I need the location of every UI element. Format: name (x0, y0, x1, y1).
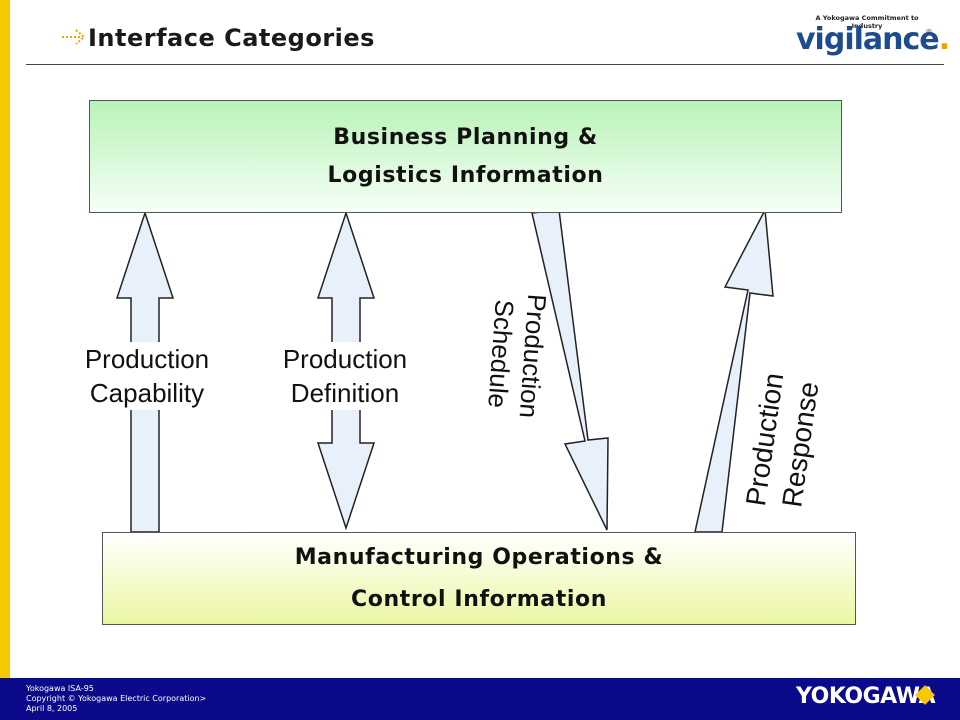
production-capability-line2: Capability (89, 378, 205, 408)
business-planning-line2: Logistics Information (327, 162, 604, 188)
production-definition-line2: Definition (290, 378, 400, 408)
registered-mark: ® (925, 28, 933, 37)
schedule-arrow (531, 209, 609, 531)
manufacturing-operations-line1: Manufacturing Operations & (294, 544, 664, 570)
manufacturing-operations-line2: Control Information (351, 586, 607, 612)
response-arrow (694, 207, 774, 533)
production-schedule-label: Production Schedule (480, 278, 554, 432)
business-planning-box: Business Planning & Logistics Informatio… (89, 100, 842, 213)
title-dotted-arrow-icon (62, 29, 86, 45)
title-rule (26, 64, 944, 65)
production-capability-line1: Production (84, 344, 210, 374)
footer-text: Yokogawa ISA-95 Copyright © Yokogawa Ele… (26, 684, 206, 714)
vigilance-logo-word: vigilance (796, 22, 940, 57)
page-title: Interface Categories (88, 24, 375, 52)
vigilance-tagline: A Yokogawa Commitment to Industry (815, 14, 919, 30)
footer-line1: Yokogawa ISA-95 (26, 684, 94, 693)
vigilance-logo-dot: . (938, 22, 950, 57)
manufacturing-operations-box: Manufacturing Operations & Control Infor… (102, 532, 856, 625)
footer-line2: Copyright © Yokogawa Electric Corporatio… (26, 694, 207, 703)
business-planning-line1: Business Planning & (333, 124, 598, 150)
production-capability-label: Production Capability (62, 342, 232, 410)
footer-bar (0, 678, 960, 720)
yokogawa-logo: YOKOGAWA (796, 684, 936, 709)
production-definition-line1: Production (282, 344, 408, 374)
production-definition-label: Production Definition (260, 342, 430, 410)
left-accent-strip (0, 0, 10, 720)
vigilance-logo: vigilance. (796, 22, 950, 57)
footer-line3: April 8, 2005 (26, 704, 78, 713)
